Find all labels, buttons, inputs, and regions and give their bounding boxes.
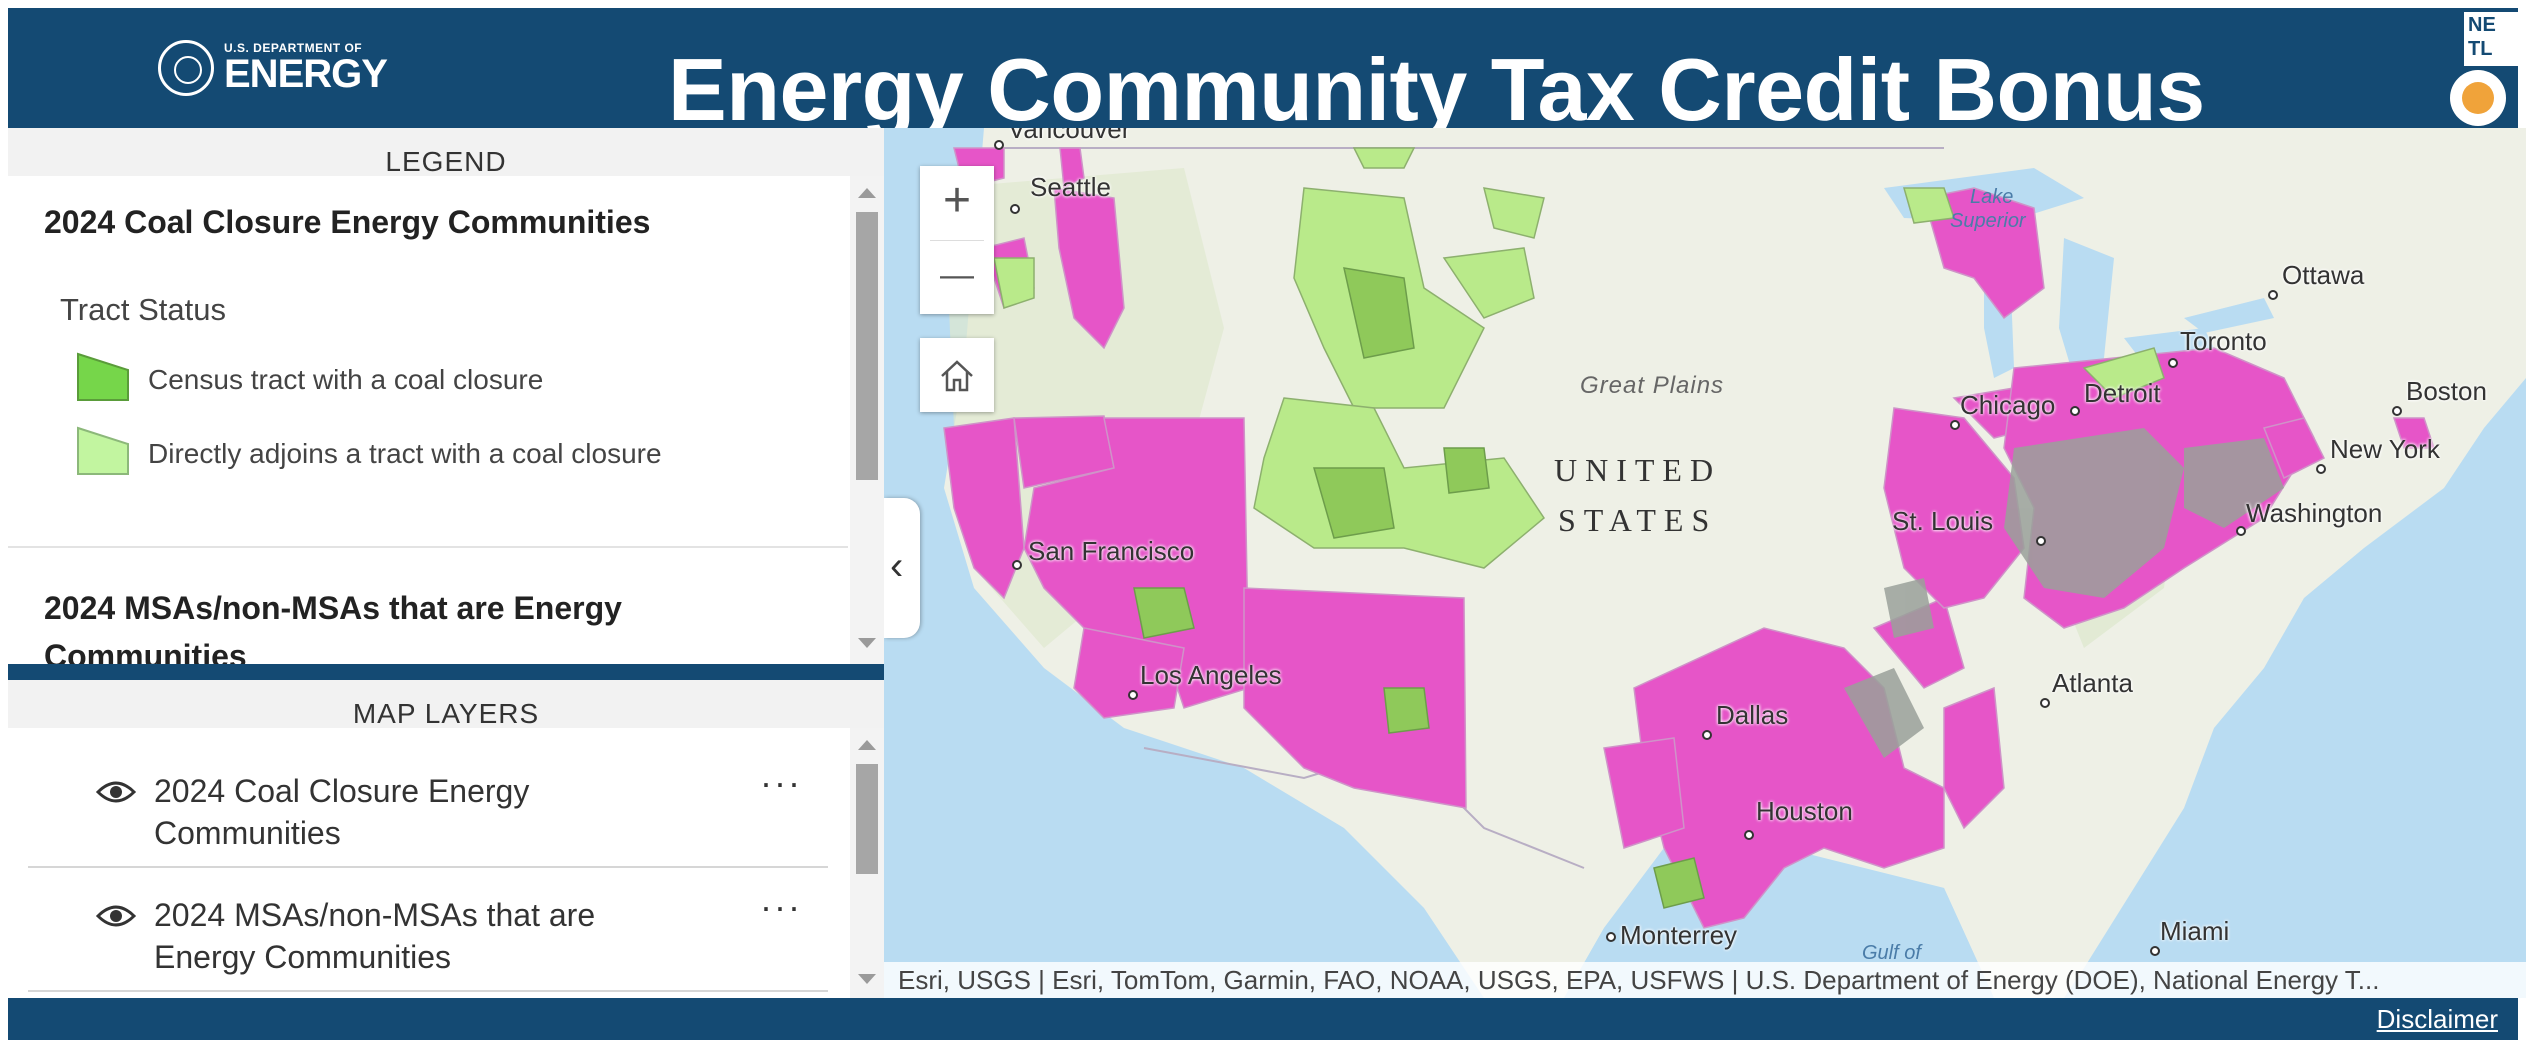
legend-divider [8, 546, 848, 548]
city-marker [1012, 560, 1022, 570]
chevron-left-icon: ‹ [890, 544, 904, 588]
seal-logo-icon[interactable] [2450, 70, 2506, 126]
layer-item-coal-closure[interactable]: 2024 Coal Closure Energy Communities ··· [28, 760, 828, 882]
city-marker [2168, 358, 2178, 368]
legend-content: 2024 Coal Closure Energy Communities Tra… [8, 176, 848, 664]
home-button[interactable] [920, 338, 994, 412]
city-marker [1702, 730, 1712, 740]
map-basemap [884, 128, 2526, 998]
city-label-st-louis: St. Louis [1892, 506, 1994, 536]
legend-panel-title: LEGEND [385, 146, 507, 177]
map-layers-panel: MAP LAYERS 2024 Coal Closure Energy Comm… [8, 680, 884, 998]
city-label-toronto: Toronto [2180, 326, 2267, 356]
legend-swatch-coal-closure [76, 352, 130, 402]
city-label-new-york: New York [2330, 434, 2440, 464]
top-frame [0, 0, 2526, 8]
city-marker [2392, 406, 2402, 416]
legend-label-adjoins: Directly adjoins a tract with a coal clo… [148, 438, 662, 469]
scroll-up-arrow-icon[interactable] [858, 740, 876, 750]
city-marker [2150, 946, 2160, 956]
app-footer: Disclaimer [8, 998, 2518, 1040]
city-marker [2316, 464, 2326, 474]
layer-options-icon[interactable]: ··· [760, 886, 802, 927]
legend-msa-layer-title: 2024 MSAs/non-MSAs that are Energy Commu… [44, 590, 622, 664]
zoom-control: + — [920, 166, 994, 314]
layer-item-msa[interactable]: 2024 MSAs/non-MSAs that are Energy Commu… [28, 884, 828, 998]
panel-divider-band [8, 664, 884, 680]
city-label-houston: Houston [1756, 796, 1853, 826]
scroll-down-arrow-icon[interactable] [858, 638, 876, 648]
city-marker [1010, 204, 1020, 214]
zoom-in-button[interactable]: + [942, 174, 972, 227]
water-label-gulf: Gulf of [1862, 942, 1921, 964]
doe-wordmark: U.S. DEPARTMENT OF ENERGY [224, 41, 388, 96]
netl-logo[interactable]: NE TL [2464, 12, 2518, 66]
layers-scroll-thumb[interactable] [856, 764, 878, 874]
legend-label-coal-closure: Census tract with a coal closure [148, 364, 544, 395]
layer-name-msa: 2024 MSAs/non-MSAs that are Energy Commu… [154, 897, 596, 975]
city-marker [2236, 526, 2246, 536]
city-marker [2268, 290, 2278, 300]
city-label-chicago: Chicago [1960, 390, 2056, 420]
city-label-vancouver: Vancouver [1008, 128, 1131, 144]
city-marker [2070, 406, 2080, 416]
city-label-washington: Washington [2246, 498, 2383, 528]
city-label-san-francisco: San Francisco [1028, 536, 1195, 566]
layer-separator [28, 990, 828, 992]
city-label-seattle: Seattle [1030, 172, 1111, 202]
layers-scrollbar[interactable] [850, 728, 884, 998]
legend-title-bar: LEGEND [8, 128, 884, 177]
city-marker [1128, 690, 1138, 700]
city-label-detroit: Detroit [2084, 378, 2161, 408]
layer-options-icon[interactable]: ··· [760, 762, 802, 803]
legend-coal-layer-title: 2024 Coal Closure Energy Communities [44, 204, 651, 240]
legend-panel: LEGEND 2024 Coal Closure Energy Communit… [8, 128, 884, 664]
doe-seal-icon [158, 40, 214, 96]
city-marker [1950, 420, 1960, 430]
collapse-panel-button[interactable]: ‹ [884, 498, 920, 638]
country-label-line2: STATES [1558, 502, 1718, 538]
doe-agency-big: ENERGY [224, 52, 388, 96]
map-attribution: Esri, USGS | Esri, TomTom, Garmin, FAO, … [884, 962, 2526, 998]
water-label-lake: Lake [1970, 186, 2014, 208]
city-label-atlanta: Atlanta [2052, 668, 2133, 698]
doe-agency-small: U.S. DEPARTMENT OF [224, 41, 363, 55]
legend-field-title: Tract Status [60, 292, 226, 327]
city-label-miami: Miami [2160, 916, 2230, 946]
eye-icon[interactable] [96, 902, 136, 930]
city-marker [2040, 698, 2050, 708]
doe-logo[interactable]: U.S. DEPARTMENT OF ENERGY [158, 38, 388, 98]
legend-scrollbar[interactable] [850, 176, 884, 664]
layer-name-coal-closure: 2024 Coal Closure Energy Communities [154, 773, 530, 851]
city-label-dallas: Dallas [1716, 700, 1789, 730]
netl-letters-top: NE [2468, 14, 2496, 36]
city-label-los-angeles: Los Angeles [1140, 660, 1282, 690]
legend-scroll-thumb[interactable] [856, 212, 878, 480]
layer-separator [28, 866, 828, 868]
app-header: U.S. DEPARTMENT OF ENERGY Energy Communi… [8, 8, 2518, 128]
map-view[interactable]: Vancouver Seattle San Francisco Los Ange… [884, 128, 2526, 998]
city-label-monterrey: Monterrey [1620, 920, 1738, 950]
netl-letters-bottom: TL [2468, 38, 2493, 60]
city-label-boston: Boston [2406, 376, 2487, 406]
city-marker [2036, 536, 2046, 546]
legend-swatch-adjoins [76, 426, 130, 476]
page-title: Energy Community Tax Credit Bonus [668, 40, 2205, 129]
region-label-great-plains: Great Plains [1580, 372, 1725, 399]
country-label-line1: UNITED [1554, 452, 1722, 488]
city-marker [994, 140, 1004, 150]
zoom-divider [930, 240, 984, 241]
city-label-ottawa: Ottawa [2282, 260, 2365, 290]
layers-panel-title: MAP LAYERS [352, 698, 540, 729]
home-icon [941, 360, 973, 392]
layers-title-bar: MAP LAYERS [8, 680, 884, 729]
scroll-down-arrow-icon[interactable] [858, 974, 876, 984]
zoom-out-button[interactable]: — [940, 256, 974, 294]
city-marker [1744, 830, 1754, 840]
eye-icon[interactable] [96, 778, 136, 806]
scroll-up-arrow-icon[interactable] [858, 188, 876, 198]
water-label-superior: Superior [1950, 210, 2026, 232]
city-marker [1606, 932, 1616, 942]
disclaimer-link[interactable]: Disclaimer [2376, 1004, 2498, 1034]
